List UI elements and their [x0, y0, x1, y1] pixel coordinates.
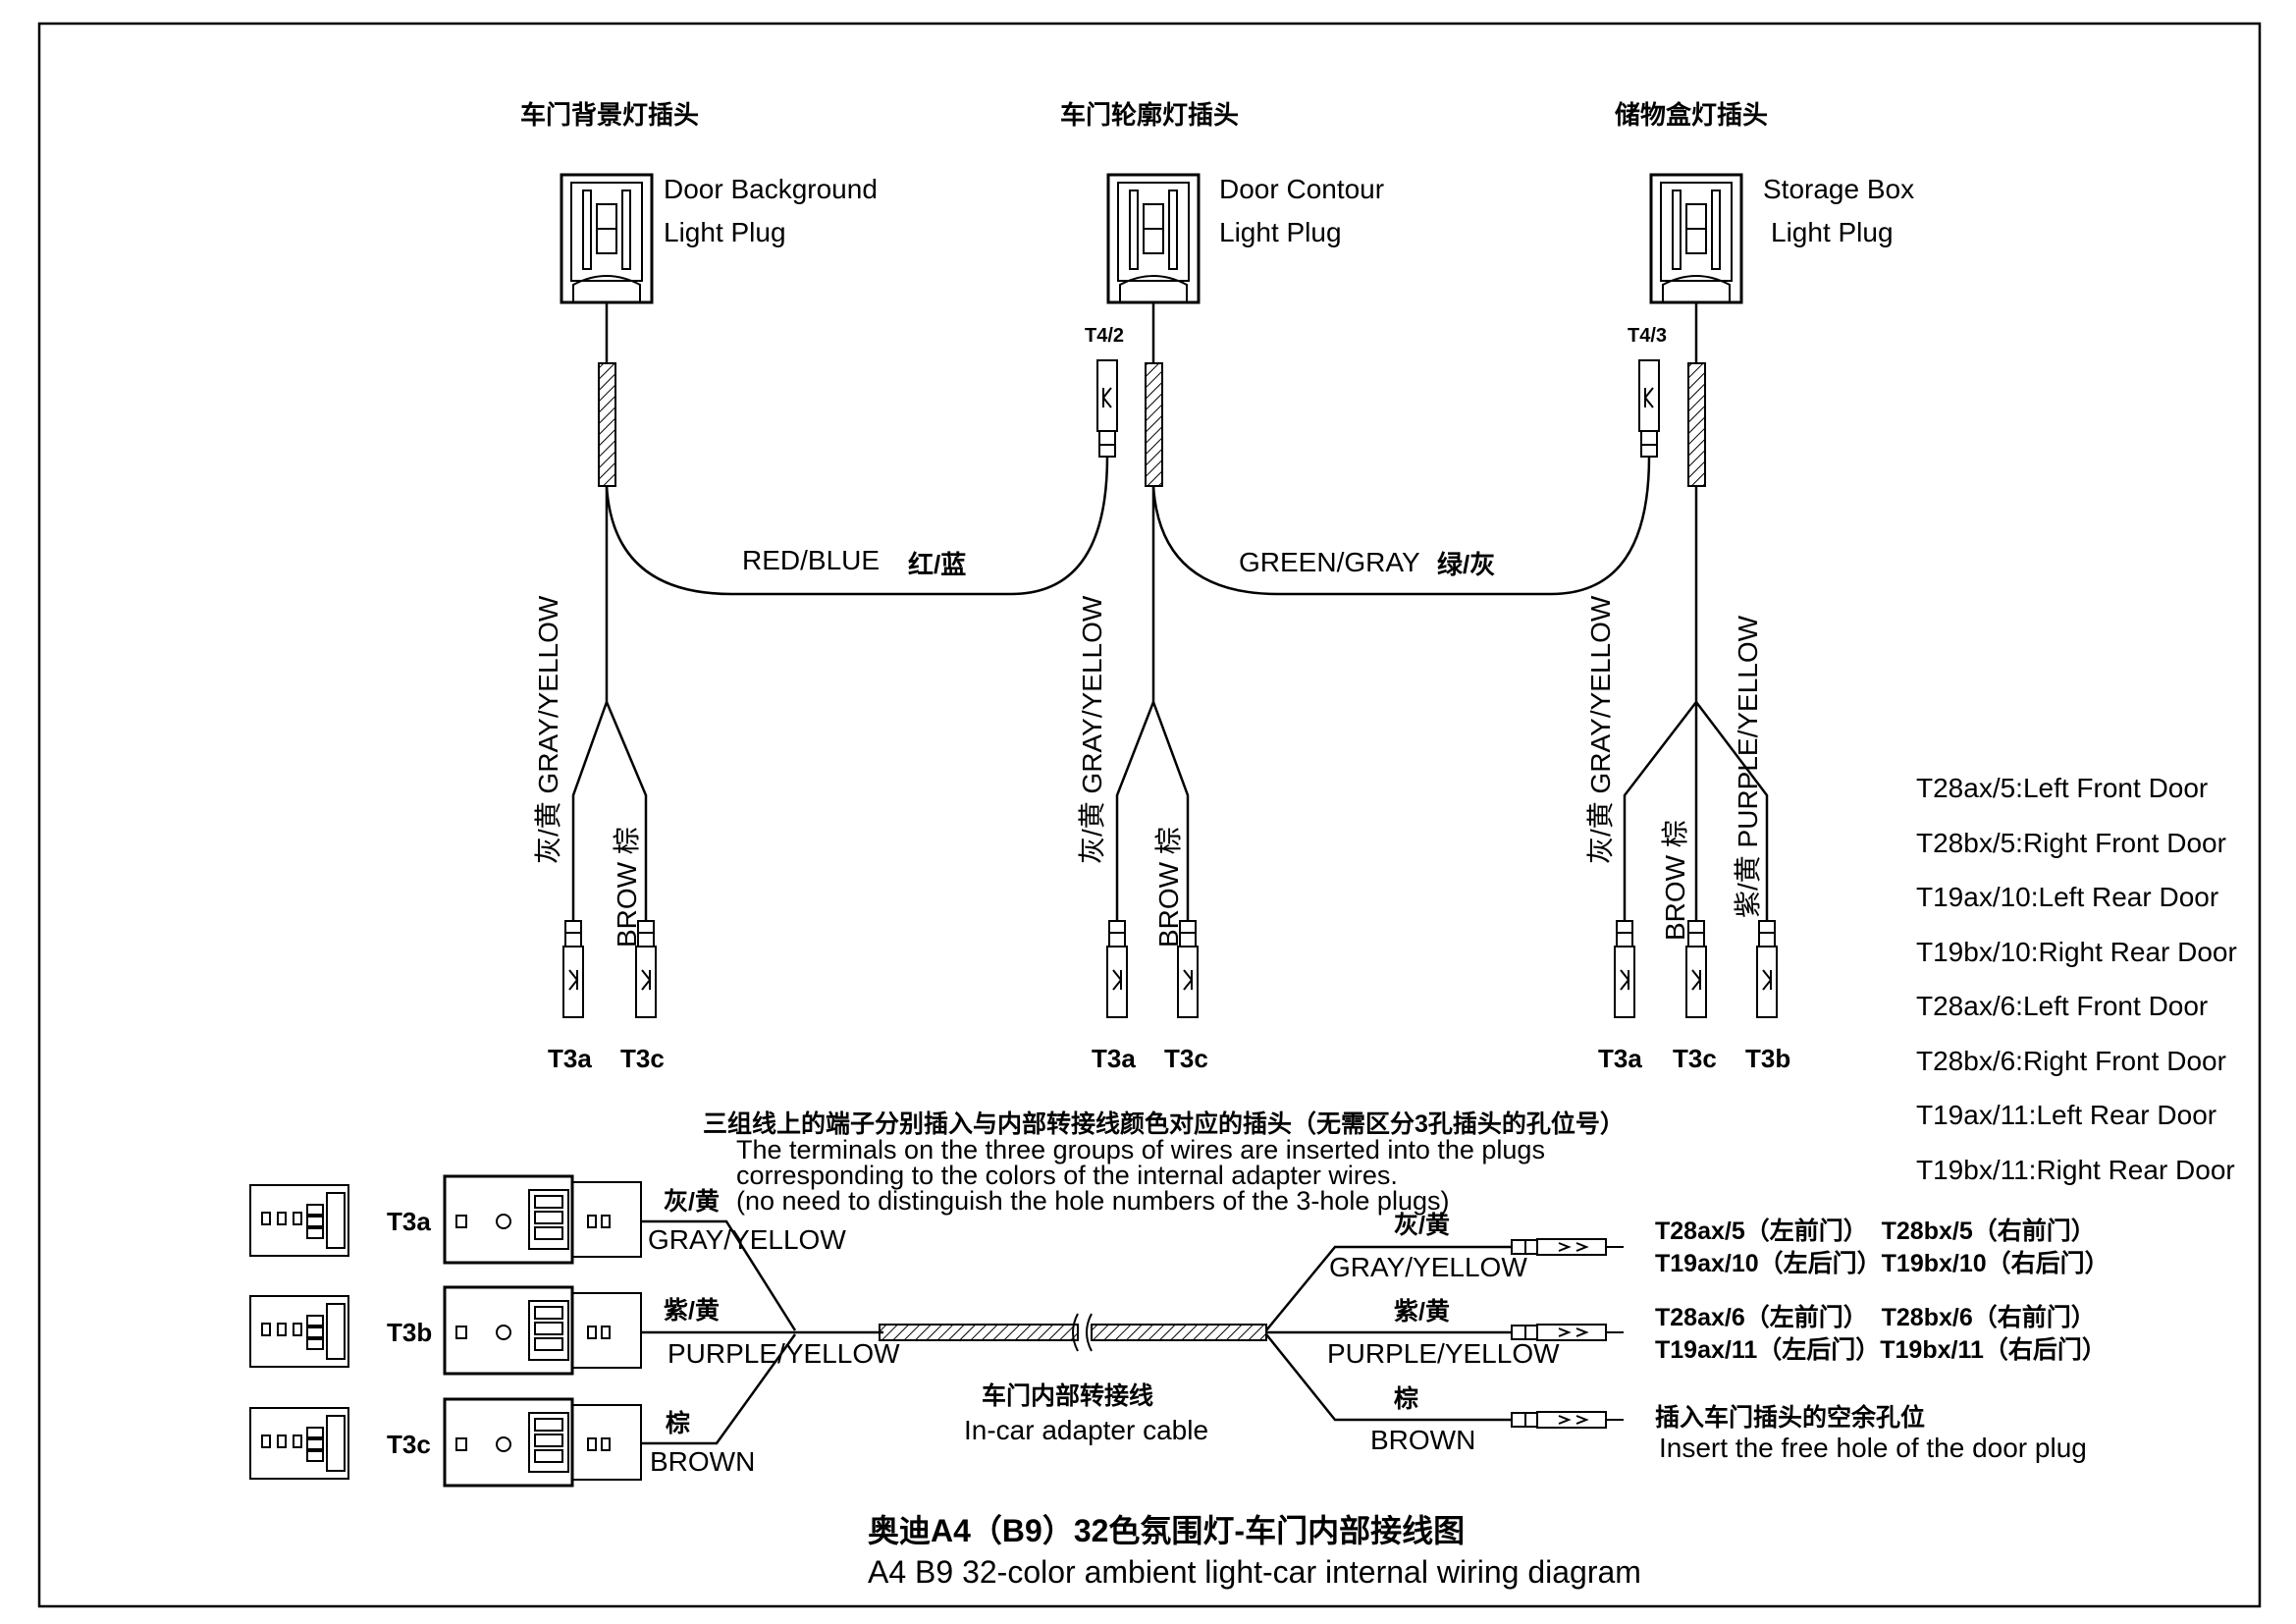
green-gray-en-label: GREEN/GRAY	[1239, 547, 1420, 577]
note-en-line1: The terminals on the three groups of wir…	[736, 1135, 1545, 1164]
plug2-t3a-label: T3a	[1092, 1044, 1136, 1073]
plug3-purple-yellow-label: 紫/黄 PURPLE/YELLOW	[1733, 615, 1763, 918]
plug3-en-line1: Storage Box	[1763, 174, 1914, 204]
right-label-row3-cn: 插入车门插头的空余孔位	[1655, 1403, 1925, 1432]
plug2-sleeve	[1145, 362, 1163, 487]
plug1-t3a-label: T3a	[548, 1044, 592, 1073]
adapter-cable-sleeve-right	[1091, 1324, 1267, 1341]
adapter-left-purple-yellow-en: PURPLE/YELLOW	[667, 1338, 900, 1369]
adapter-left-purple-yellow-cn: 紫/黄	[664, 1297, 720, 1325]
small-plug-t3a	[249, 1184, 349, 1257]
legend-item: T28ax/6:Left Front Door	[1916, 991, 2208, 1021]
legend-item: T19ax/10:Left Rear Door	[1916, 882, 2218, 912]
plug2-en-line2: Light Plug	[1219, 217, 1342, 247]
plug3-t3b-label: T3b	[1745, 1044, 1790, 1073]
adapter-left-gray-yellow-cn: 灰/黄	[664, 1188, 720, 1216]
legend-item: T28ax/5:Left Front Door	[1916, 773, 2208, 803]
plug1-connector	[560, 173, 654, 304]
legend-item: T28bx/6:Right Front Door	[1916, 1046, 2226, 1076]
plug2-t3c-label: T3c	[1164, 1044, 1208, 1073]
adapter-t3b-label: T3b	[387, 1318, 432, 1347]
plug1-en-line2: Light Plug	[664, 217, 786, 247]
t4-3-label: T4/3	[1628, 325, 1667, 347]
right-label-row1a: T28ax/5（左前门） T28bx/5（右前门）	[1655, 1217, 2096, 1245]
plug1-cn-label: 车门背景灯插头	[520, 100, 699, 130]
note-en-line3: (no need to distinguish the hole numbers…	[736, 1186, 1449, 1216]
right-label-row1b: T19ax/10（左后门）T19bx/10（右后门）	[1655, 1249, 2109, 1277]
red-blue-wire	[605, 456, 1109, 596]
note-cn: 三组线上的端子分别插入与内部转接线颜色对应的插头（无需区分3孔插头的孔位号）	[703, 1110, 1625, 1138]
small-plug-t3c	[249, 1407, 349, 1480]
adapter-left-brown-cn: 棕	[666, 1409, 690, 1437]
adapter-right-gray-yellow-en: GRAY/YELLOW	[1329, 1252, 1527, 1282]
plug2-brow-label: BROW 棕	[1153, 827, 1184, 947]
adapter-right-gray-yellow-cn: 灰/黄	[1394, 1212, 1450, 1239]
big-plug-t3b	[443, 1285, 643, 1376]
green-gray-cn-label: 绿/灰	[1437, 550, 1495, 579]
adapter-t3a-label: T3a	[387, 1207, 431, 1236]
adapter-cable-cn: 车门内部转接线	[982, 1381, 1153, 1410]
diagram-title-en: A4 B9 32-color ambient light-car interna…	[868, 1554, 1641, 1590]
page-border	[37, 22, 2262, 1608]
diagram-title-cn: 奥迪A4（B9）32色氛围灯-车门内部接线图	[868, 1513, 1465, 1548]
adapter-left-gray-yellow-en: GRAY/YELLOW	[648, 1224, 846, 1255]
small-plug-t3b	[249, 1295, 349, 1368]
plug3-sleeve	[1687, 362, 1706, 487]
plug2-en-line1: Door Contour	[1219, 174, 1384, 204]
plug3-cn-label: 储物盒灯插头	[1615, 100, 1768, 130]
right-label-row2a: T28ax/6（左前门） T28bx/6（右前门）	[1655, 1303, 2096, 1331]
red-blue-en-label: RED/BLUE	[742, 545, 880, 575]
big-plug-t3c	[443, 1397, 643, 1488]
plug3-connector	[1649, 173, 1743, 304]
end-pin-brown	[1511, 1411, 1607, 1429]
plug1-gray-yellow-label: 灰/黄 GRAY/YELLOW	[533, 595, 563, 864]
note-en-line2: corresponding to the colors of the inter…	[736, 1161, 1398, 1190]
adapter-left-brown-en: BROWN	[650, 1446, 755, 1477]
adapter-right-brown-cn: 棕	[1394, 1384, 1418, 1413]
plug3-t3a-label: T3a	[1598, 1044, 1642, 1073]
adapter-right-brown-en: BROWN	[1370, 1425, 1475, 1455]
adapter-cable-sleeve-left	[879, 1324, 1079, 1341]
plug2-connector	[1106, 173, 1201, 304]
adapter-right-purple-yellow-en: PURPLE/YELLOW	[1327, 1338, 1560, 1369]
red-blue-cn-label: 红/蓝	[908, 550, 966, 579]
legend-item: T19bx/10:Right Rear Door	[1916, 937, 2237, 967]
big-plug-t3a	[443, 1174, 643, 1265]
plug1-brow-label: BROW 棕	[612, 827, 642, 947]
green-gray-wire	[1151, 456, 1651, 596]
adapter-cable-en: In-car adapter cable	[964, 1415, 1208, 1445]
plug3-brow-label: BROW 棕	[1660, 820, 1690, 941]
legend-item: T19bx/11:Right Rear Door	[1916, 1155, 2235, 1185]
right-label-row3-en: Insert the free hole of the door plug	[1659, 1433, 2087, 1463]
plug2-cn-label: 车门轮廓灯插头	[1060, 100, 1239, 130]
plug3-t3c-label: T3c	[1673, 1044, 1717, 1073]
plug3-gray-yellow-label: 灰/黄 GRAY/YELLOW	[1585, 595, 1616, 864]
adapter-t3c-label: T3c	[387, 1430, 431, 1459]
plug3-en-line2: Light Plug	[1771, 217, 1894, 247]
plug2-gray-yellow-label: 灰/黄 GRAY/YELLOW	[1077, 595, 1107, 864]
legend-item: T19ax/11:Left Rear Door	[1916, 1100, 2216, 1130]
t4-2-label: T4/2	[1085, 325, 1124, 347]
adapter-right-purple-yellow-cn: 紫/黄	[1394, 1298, 1450, 1326]
plug1-en-line1: Door Background	[664, 174, 878, 204]
plug1-sleeve	[598, 362, 616, 487]
plug1-t3c-label: T3c	[620, 1044, 665, 1073]
terminal-legend: T28ax/5:Left Front Door T28bx/5:Right Fr…	[1916, 773, 2237, 1185]
right-label-row2b: T19ax/11（左后门）T19bx/11（右后门）	[1655, 1335, 2107, 1364]
legend-item: T28bx/5:Right Front Door	[1916, 828, 2226, 858]
